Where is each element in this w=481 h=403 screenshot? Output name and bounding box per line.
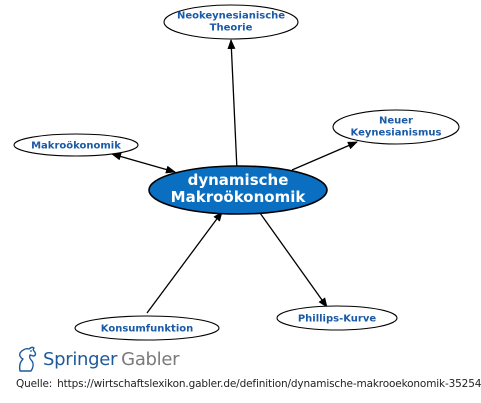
center-label: Makroökonomik — [171, 188, 307, 206]
edge-konsumfunktion-center — [146, 211, 223, 314]
springer-gabler-logo: Springer Gabler — [14, 346, 180, 372]
concept-map: Neokeynesianische Theorie Makroökonomik … — [13, 4, 460, 341]
node-label: Konsumfunktion — [101, 324, 194, 335]
node-neokeynesianische-theorie[interactable]: Neokeynesianische Theorie — [163, 4, 299, 40]
source-url-link[interactable]: https://wirtschaftslexikon.gabler.de/def… — [57, 378, 481, 390]
edge-center-phillips-kurve — [259, 212, 328, 308]
node-label: Neuer — [379, 116, 413, 127]
node-phillips-kurve[interactable]: Phillips-Kurve — [276, 305, 398, 331]
node-label: Phillips-Kurve — [298, 314, 377, 325]
node-label: Neokeynesianische — [177, 11, 285, 22]
source-label: Quelle: — [16, 378, 53, 390]
node-makrooekonomik[interactable]: Makroökonomik — [13, 133, 139, 157]
node-label: Theorie — [210, 23, 253, 34]
center-label: dynamische — [188, 171, 289, 189]
brand-gabler: Gabler — [121, 348, 180, 370]
node-center-dynamische-makrooekonomik[interactable]: dynamische Makroökonomik — [148, 165, 328, 215]
edge-center-neuer-keynesianismus — [291, 141, 358, 171]
node-label: Makroökonomik — [31, 141, 121, 152]
edge-center-makrooekonomik — [111, 152, 176, 174]
source-citation: Quelle: https://wirtschaftslexikon.gabler… — [16, 378, 481, 390]
node-konsumfunktion[interactable]: Konsumfunktion — [74, 315, 220, 341]
brand-springer: Springer — [43, 348, 118, 370]
springer-horse-icon — [18, 346, 37, 372]
node-neuer-keynesianismus[interactable]: Neuer Keynesianismus — [332, 109, 460, 145]
edge-center-neokeynesianische — [227, 39, 238, 171]
node-label: Keynesianismus — [351, 128, 442, 139]
